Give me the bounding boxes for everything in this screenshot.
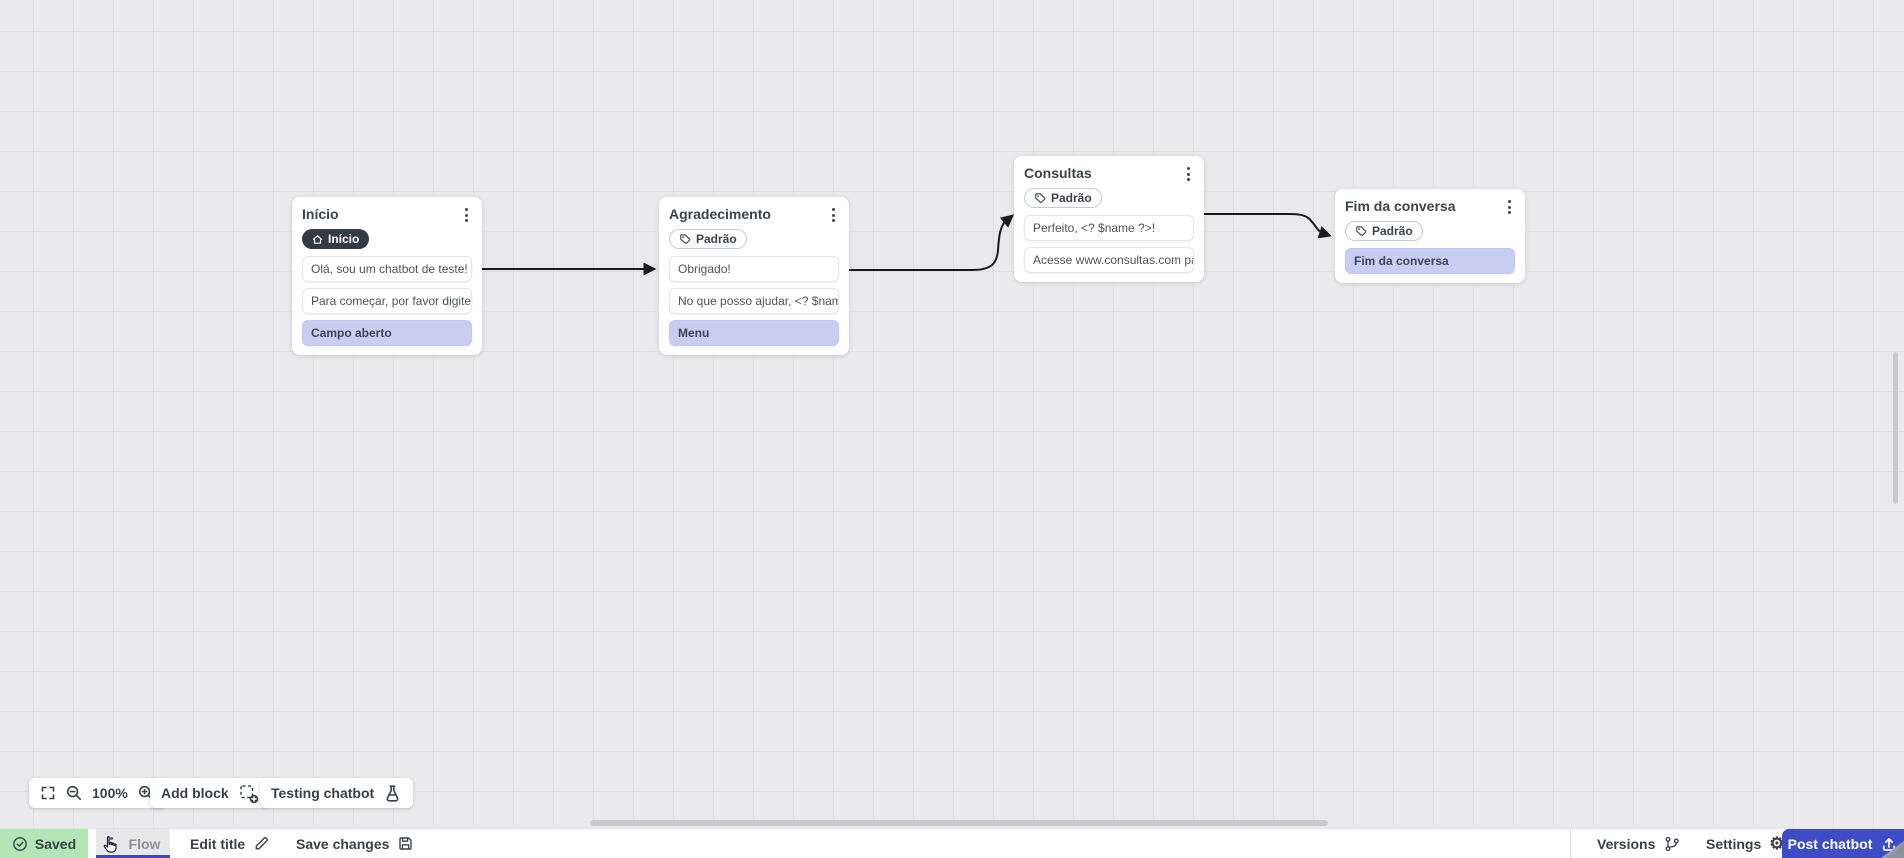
vertical-scrollbar-thumb[interactable] xyxy=(1893,352,1898,504)
saved-label: Saved xyxy=(34,835,77,852)
node-agradecimento[interactable]: Agradecimento Padrão Obrigado! No que po… xyxy=(659,197,849,355)
action-row[interactable]: Menu xyxy=(669,320,839,346)
zoom-level: 100% xyxy=(92,785,128,801)
node-menu-icon[interactable] xyxy=(1183,164,1194,184)
node-consultas[interactable]: Consultas Padrão Perfeito, <? $name ?>! … xyxy=(1014,156,1204,282)
versions-button[interactable]: Versions xyxy=(1597,829,1681,858)
message-row[interactable]: Acesse www.consultas.com par... xyxy=(1024,247,1194,273)
save-icon xyxy=(399,837,413,850)
horizontal-scrollbar-thumb[interactable] xyxy=(590,820,1328,826)
message-row[interactable]: No que posso ajudar, <? $name ... xyxy=(669,288,839,314)
flask-icon xyxy=(383,784,402,803)
node-inicio[interactable]: Início Início Olá, sou um chatbot de tes… xyxy=(292,197,482,355)
node-fim-da-conversa[interactable]: Fim da conversa Padrão Fim da conversa xyxy=(1335,189,1525,283)
node-header: Início xyxy=(302,205,472,224)
save-changes-button[interactable]: Save changes xyxy=(296,829,414,858)
testing-chatbot-button[interactable]: Testing chatbot xyxy=(260,778,414,808)
node-menu-icon[interactable] xyxy=(1504,197,1515,217)
bottom-bar: Saved Flow Edit title Save changes Versi… xyxy=(0,828,1904,858)
message-row[interactable]: Olá, sou um chatbot de teste! xyxy=(302,255,472,282)
action-row[interactable]: Fim da conversa xyxy=(1345,248,1515,274)
message-row[interactable]: Para começar, por favor digite o ... xyxy=(302,287,472,314)
badge-label: Padrão xyxy=(1372,224,1413,238)
padrao-badge: Padrão xyxy=(1024,188,1102,208)
edit-title-label: Edit title xyxy=(190,835,246,852)
node-header: Fim da conversa xyxy=(1345,197,1515,216)
edge-consultas-fim[interactable] xyxy=(1203,213,1332,239)
pencil-icon xyxy=(255,836,269,850)
tag-icon xyxy=(680,234,691,245)
edge-agradecimento-consultas[interactable] xyxy=(848,214,1014,271)
home-icon xyxy=(312,234,323,244)
gear-icon: ⚙ xyxy=(1769,834,1785,853)
padrao-badge: Padrão xyxy=(669,229,747,249)
bottom-bar-separator xyxy=(1570,829,1571,858)
post-chatbot-label: Post chatbot xyxy=(1787,835,1873,852)
edit-title-button[interactable]: Edit title xyxy=(190,829,270,858)
check-circle-icon xyxy=(12,836,27,851)
branch-icon xyxy=(1665,836,1680,851)
node-menu-icon[interactable] xyxy=(461,205,472,225)
testing-chatbot-label: Testing chatbot xyxy=(271,785,375,801)
zoom-out-icon[interactable] xyxy=(65,784,83,802)
fullscreen-icon[interactable] xyxy=(40,785,56,801)
flow-tab-label: Flow xyxy=(128,835,161,852)
add-block-button[interactable]: Add block xyxy=(150,778,270,808)
node-header: Agradecimento xyxy=(669,205,839,224)
add-block-label: Add block xyxy=(161,785,229,801)
node-menu-icon[interactable] xyxy=(828,205,839,225)
node-title: Agradecimento xyxy=(669,206,771,222)
node-header: Consultas xyxy=(1024,164,1194,183)
versions-label: Versions xyxy=(1597,835,1656,852)
padrao-badge: Padrão xyxy=(1345,221,1423,241)
message-row[interactable]: Perfeito, <? $name ?>! xyxy=(1024,215,1194,241)
start-badge: Início xyxy=(302,229,370,249)
saved-status-badge: Saved xyxy=(0,829,88,858)
action-row[interactable]: Campo aberto xyxy=(302,319,472,346)
settings-label: Settings xyxy=(1706,835,1762,852)
node-title: Início xyxy=(302,206,339,222)
zoom-panel: 100% xyxy=(29,778,166,808)
tag-icon xyxy=(1356,226,1367,237)
node-title: Fim da conversa xyxy=(1345,198,1456,214)
hand-cursor xyxy=(103,836,117,853)
settings-button[interactable]: Settings ⚙ xyxy=(1706,829,1784,858)
add-block-icon xyxy=(238,783,259,804)
node-title: Consultas xyxy=(1024,165,1092,181)
save-changes-label: Save changes xyxy=(296,835,390,852)
badge-label: Padrão xyxy=(1051,191,1092,205)
badge-label: Início xyxy=(328,232,360,246)
badge-label: Padrão xyxy=(696,232,737,246)
message-row[interactable]: Obrigado! xyxy=(669,256,839,282)
tag-icon xyxy=(1035,193,1046,204)
post-chatbot-button[interactable]: Post chatbot xyxy=(1782,829,1904,858)
